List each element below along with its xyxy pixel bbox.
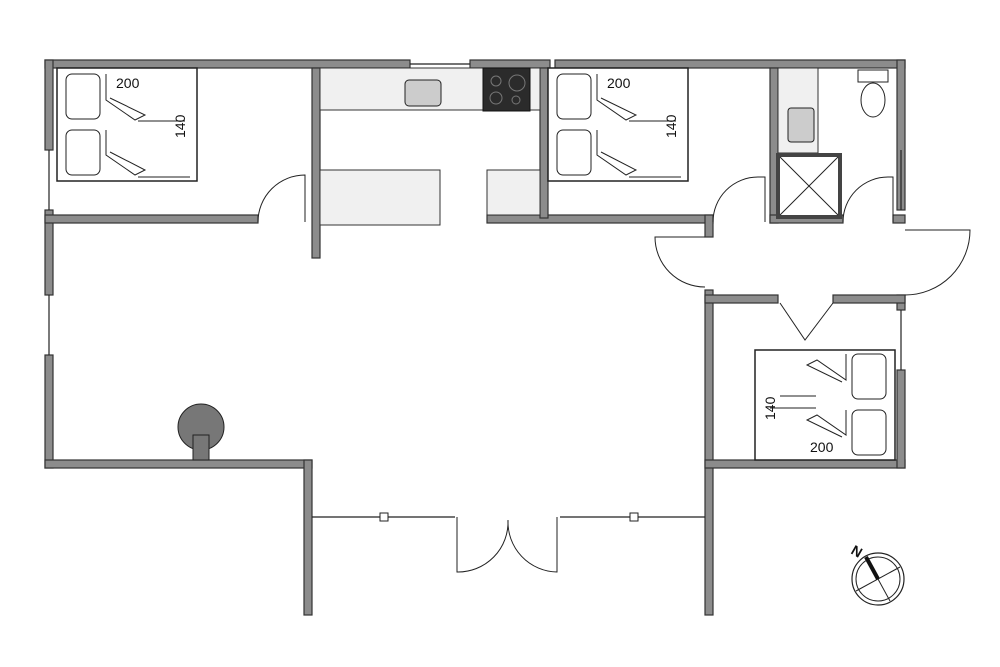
toilet-icon bbox=[857, 69, 889, 83]
bed-length-label: 200 bbox=[116, 75, 140, 91]
bed-3: 200 140 bbox=[754, 349, 896, 461]
kitchen bbox=[319, 67, 541, 226]
patio-doors bbox=[312, 512, 705, 573]
bathroom-sink-icon bbox=[787, 107, 815, 143]
bed-2: 200 140 bbox=[547, 67, 689, 182]
kitchen-sink-icon bbox=[404, 79, 442, 107]
kitchen-island bbox=[319, 169, 441, 226]
bed-width-label: 140 bbox=[172, 114, 188, 138]
bed-1: 200 140 bbox=[56, 67, 198, 182]
bathroom bbox=[776, 67, 889, 219]
bed-length-label: 200 bbox=[810, 439, 834, 455]
bed-length-label: 200 bbox=[607, 75, 631, 91]
bed-width-label: 140 bbox=[762, 396, 778, 420]
stove-icon bbox=[482, 67, 531, 112]
bed-width-label: 140 bbox=[663, 114, 679, 138]
doors bbox=[257, 174, 971, 341]
wood-stove-icon bbox=[177, 403, 225, 461]
windows bbox=[48, 63, 902, 370]
kitchen-side-counter bbox=[486, 169, 541, 216]
compass-icon: N bbox=[849, 542, 905, 606]
